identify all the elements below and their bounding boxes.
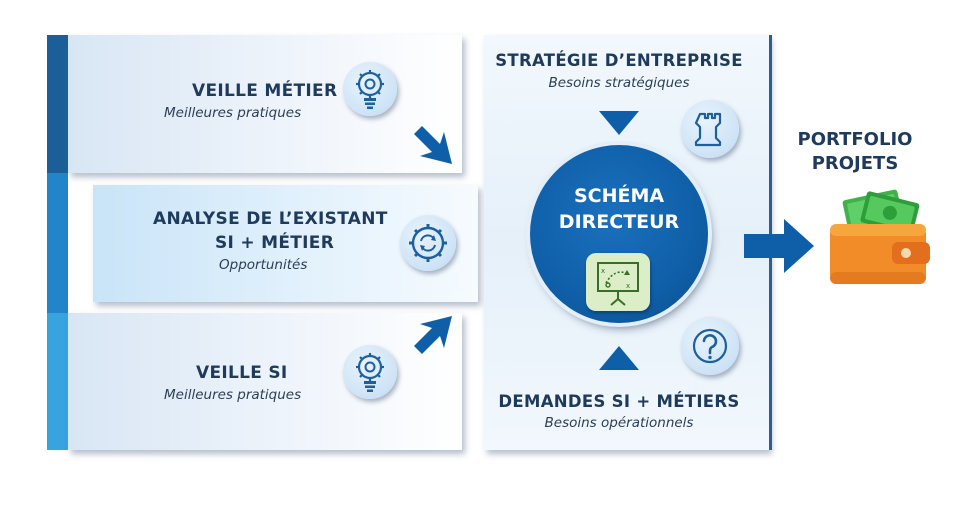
strip-bottom <box>47 313 68 450</box>
arrow-to-portfolio-icon <box>744 219 814 273</box>
schema-title-line1: SCHÉMA <box>573 185 665 207</box>
strip-middle <box>47 173 68 313</box>
schema-title-line2: DIRECTEUR <box>558 211 680 233</box>
panel-analyse: ANALYSE DE L’EXISTANT SI + MÉTIER Opport… <box>93 185 478 302</box>
strategie-title: STRATÉGIE D’ENTREPRISE <box>495 51 743 70</box>
triangle-down-icon <box>599 111 639 135</box>
strategie-subtitle: Besoins stratégiques <box>548 75 690 91</box>
analyse-title-line1: ANALYSE DE L’EXISTANT <box>153 209 388 229</box>
arrow-up-right-icon <box>414 316 452 354</box>
question-mark-icon <box>681 317 739 375</box>
analyse-title-line2: SI + MÉTIER <box>215 233 335 253</box>
veille-si-subtitle: Meilleures pratiques <box>164 387 302 403</box>
svg-text:x: x <box>601 267 605 275</box>
veille-si-title: VEILLE SI <box>196 363 288 383</box>
chess-rook-icon <box>681 100 739 158</box>
panel-veille-metier: VEILLE MÉTIER Meilleures pratiques <box>68 35 462 173</box>
triangle-up-icon <box>599 346 639 370</box>
svg-text:x: x <box>626 282 630 290</box>
gear-bulb-icon <box>343 345 397 399</box>
portfolio-title-line2: PROJETS <box>811 153 899 174</box>
panel-veille-si: VEILLE SI Meilleures pratiques <box>68 313 462 450</box>
gear-cycle-icon <box>400 215 456 271</box>
demandes-subtitle: Besoins opérationnels <box>544 415 694 431</box>
wallet-money-icon <box>830 189 930 284</box>
analyse-subtitle: Opportunités <box>219 257 308 273</box>
portfolio-title-line1: PORTFOLIO <box>797 129 913 150</box>
veille-metier-subtitle: Meilleures pratiques <box>164 105 302 121</box>
demandes-title: DEMANDES SI + MÉTIERS <box>498 392 740 411</box>
strategy-board-icon: x x <box>586 253 650 311</box>
arrow-down-right-icon <box>414 126 452 164</box>
strip-top <box>47 35 68 173</box>
schema-directeur-circle: SCHÉMA DIRECTEUR x x <box>530 145 708 323</box>
veille-metier-title: VEILLE MÉTIER <box>192 81 338 101</box>
gear-bulb-icon <box>343 62 397 116</box>
